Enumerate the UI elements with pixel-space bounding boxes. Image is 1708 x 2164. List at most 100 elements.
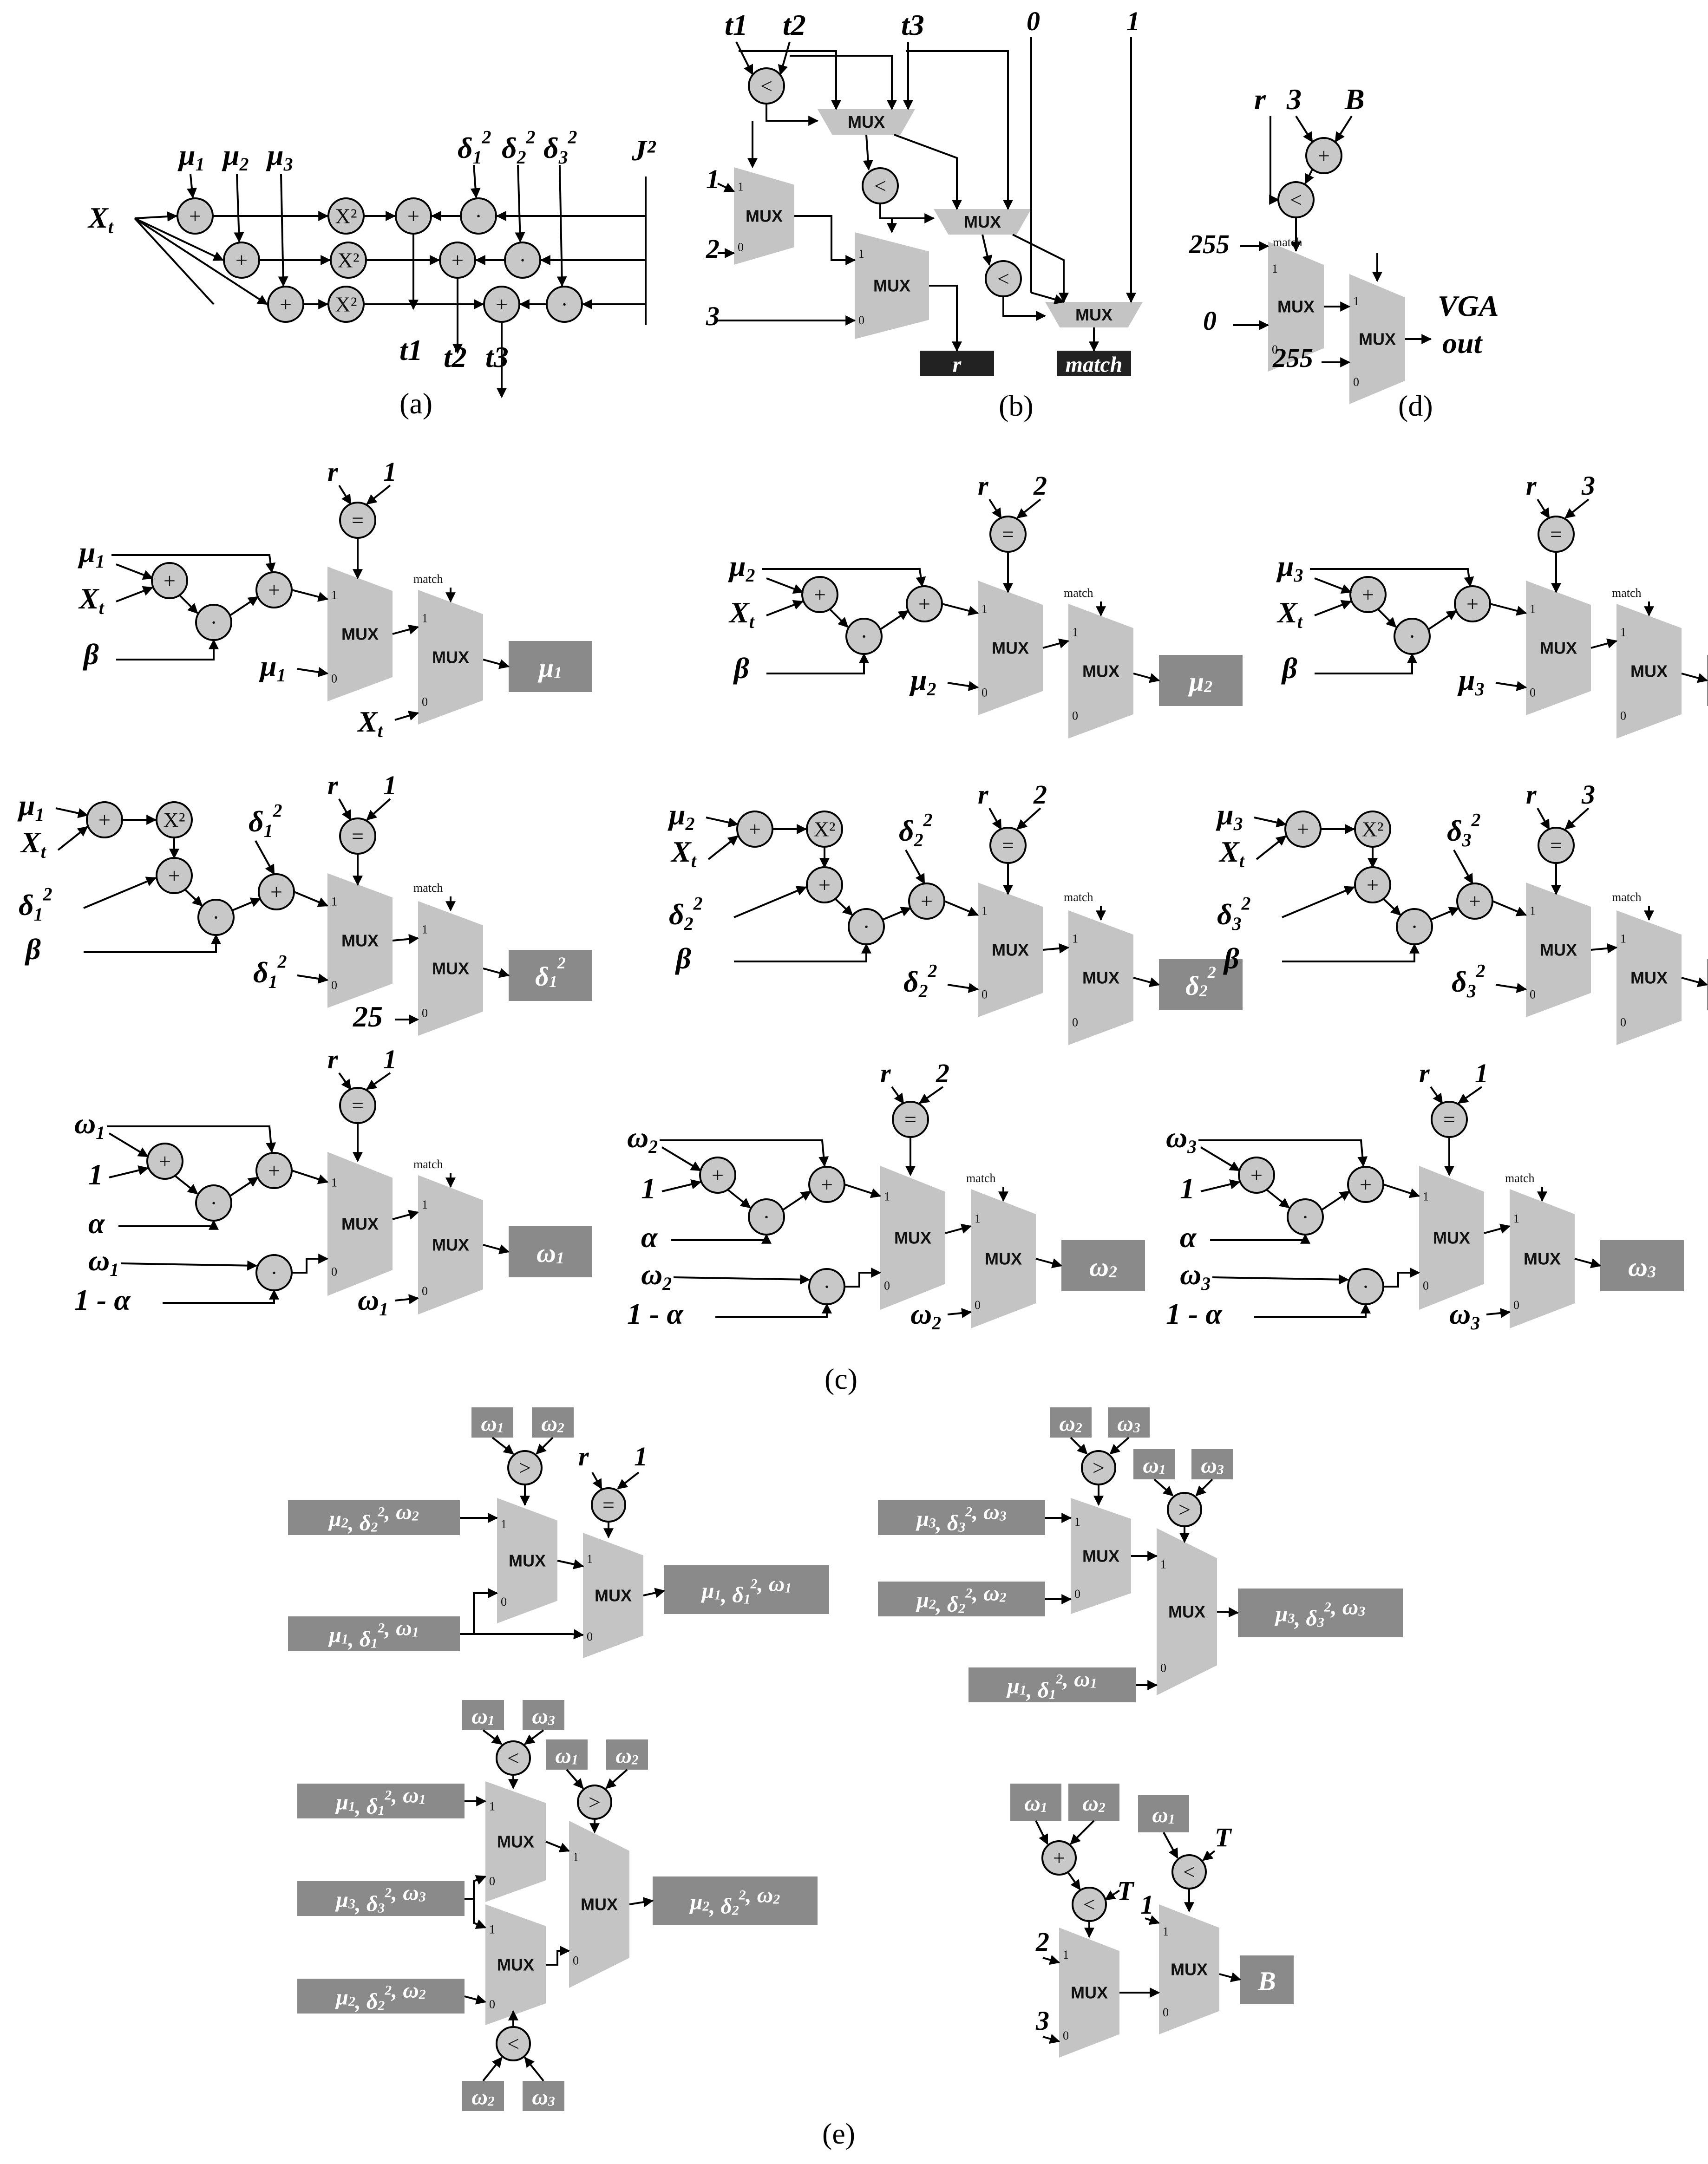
c3-k2: 1 [1475,1058,1488,1088]
d-255a: 255 [1189,229,1230,259]
wire [1035,1258,1063,1268]
wire [1315,653,1417,674]
wire [945,1223,972,1234]
c3-out1 [1061,1240,1145,1291]
e2-cmp2-op: > [1178,1498,1191,1522]
c2-eq0-op: = [352,824,364,848]
d-out: out [1442,327,1483,360]
e2-wb [1108,1407,1150,1438]
c2-mux2-2-sel0: 0 [1620,1015,1626,1029]
wire [178,594,198,614]
c1-mux2-1-label: MUX [1082,662,1119,681]
c3-mux2-2-label: MUX [1524,1249,1561,1268]
wire [879,203,935,223]
e1-wb-text: ω2 [541,1411,564,1436]
c2-d-0: δ12 [19,884,52,925]
c3-add2-0-op: + [268,1159,280,1183]
e1-mux2 [583,1533,643,1658]
c3-mux2-2-sel0: 0 [1513,1298,1519,1312]
c2-mu-0: μ1 [17,789,44,825]
e4-mux2-label: MUX [1171,1960,1208,1979]
e4-two: 2 [1035,1927,1049,1957]
wire [1109,1437,1130,1455]
wire [794,215,856,265]
wire [1376,608,1397,628]
e4-three: 3 [1035,2006,1049,2036]
wire [120,1260,258,1271]
c3-mux2-0 [418,1175,483,1314]
c1-mux1-1-sel1: 1 [982,602,988,616]
e1-wb [532,1407,574,1438]
e1-wa [471,1407,513,1438]
c1-out1 [1159,655,1243,706]
e2-mux2-sel0: 0 [1160,1661,1166,1675]
caption-a: (a) [399,387,432,420]
d-mux1-sel0: 0 [1272,343,1278,356]
b-mux2-label: MUX [873,276,910,295]
c2-dtop-2: δ32 [1447,810,1480,850]
c2-out1 [1159,959,1243,1010]
e2-wc-text: ω1 [1143,1453,1166,1478]
wire [392,1209,419,1220]
d-three: 3 [1286,83,1302,116]
wire [297,974,329,984]
sub2-op: + [236,248,248,272]
wire [734,943,871,962]
e1-mux1 [497,1498,557,1623]
wire [524,2057,544,2082]
c1-sub2-node [1349,576,1387,613]
wire [278,174,288,287]
c2-k2: 3 [1581,779,1595,810]
wire [988,808,1002,830]
c2-beta-0: β [25,933,41,966]
wire [1070,1820,1095,1845]
e2-in-c-text: μ1, δ12, ω1 [1006,1667,1097,1702]
c3-1ma-2: 1 - α [1166,1297,1223,1330]
wire [1256,835,1287,860]
c1-mux2-1 [1068,604,1133,739]
wire [1042,638,1070,649]
wire [557,1559,584,1569]
b-mux2-sel1: 1 [858,247,864,261]
wire [116,563,154,580]
wire [947,681,979,691]
wire [491,1437,514,1455]
wire [482,2057,503,2082]
e3-we [462,2081,504,2111]
c1-mux2-0-sel0: 0 [422,695,428,708]
d-cmp-op: < [1290,188,1302,212]
wire [109,1165,149,1178]
wire [1495,681,1527,691]
e4-add-op: + [1053,1846,1065,1870]
wire [1200,1179,1241,1192]
b-in1: 1 [706,164,720,194]
c1-r0: r [327,457,338,487]
c1-r1: r [978,471,988,501]
wire [1195,1478,1213,1497]
c3-out1-text: ω2 [1089,1252,1117,1282]
c2-mux2-1 [1068,910,1133,1045]
wire [134,211,178,222]
c1-mux2-1-sel0: 0 [1072,709,1078,722]
e3-out [653,1876,818,1925]
wire [717,183,735,192]
wire [1537,808,1550,830]
wire [1304,169,1314,184]
c3-mux1-0 [327,1152,393,1296]
wire [566,1769,584,1789]
e2-wa-text: ω2 [1059,1411,1082,1436]
c2-add2-0-op: + [270,880,282,904]
wire [1453,850,1473,884]
wire [366,1072,391,1090]
c3-old1: ω2 [910,1297,941,1334]
out-t2: t2 [444,340,467,373]
c3-match2: match [1505,1171,1535,1185]
c3-k1: 2 [936,1058,949,1088]
b-const0: 0 [1027,6,1040,36]
e2-mux2 [1157,1528,1217,1695]
wire [1153,1478,1174,1497]
c3-r2: r [1419,1058,1430,1088]
c1-mux2-0-sel1: 1 [422,612,428,625]
wire [726,1188,751,1209]
e4-mux1-label: MUX [1071,1983,1108,2002]
